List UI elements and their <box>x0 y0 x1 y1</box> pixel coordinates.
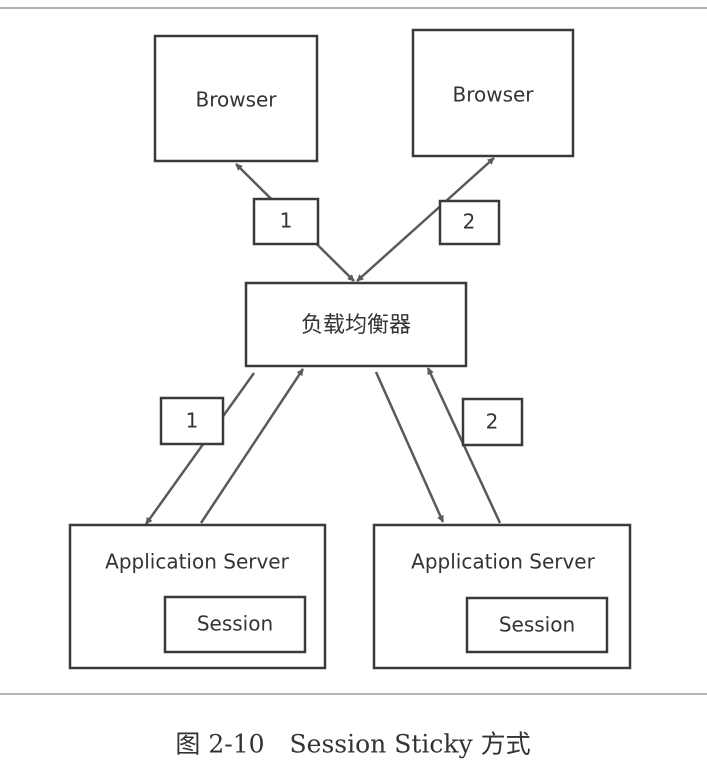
badge-top-right-label: 2 <box>463 210 476 234</box>
badge-top-left-label: 1 <box>280 209 293 233</box>
browser-right-box <box>411 28 575 158</box>
session-left-label: Session <box>197 612 273 636</box>
session-right-label: Session <box>499 613 575 637</box>
browser-left-box <box>153 34 319 163</box>
badge-bottom-left-box <box>159 396 225 446</box>
badge-top-left-box <box>252 197 320 246</box>
session-right-box <box>465 596 609 654</box>
badge-bottom-right-box <box>461 397 524 447</box>
badge-bottom-left-label: 1 <box>186 409 199 433</box>
arrow-app-left-to-lb <box>199 368 305 524</box>
badge-top-right-box <box>438 199 501 246</box>
figure-caption: 图 2-10 Session Sticky 方式 <box>175 730 530 759</box>
arrow-lb-to-app-left <box>144 372 256 525</box>
load-balancer-box <box>244 281 468 368</box>
arrow-to-browser-right <box>356 157 495 282</box>
load-balancer-label: 负载均衡器 <box>301 313 411 338</box>
app-server-left-label: Application Server <box>105 550 289 574</box>
app-server-right-label: Application Server <box>411 550 595 574</box>
browser-left-label: Browser <box>195 88 277 112</box>
arrow-lb-to-app-right <box>374 371 445 523</box>
browser-right-label: Browser <box>452 83 534 107</box>
badge-bottom-right-label: 2 <box>486 410 499 434</box>
session-left-box <box>163 595 307 654</box>
